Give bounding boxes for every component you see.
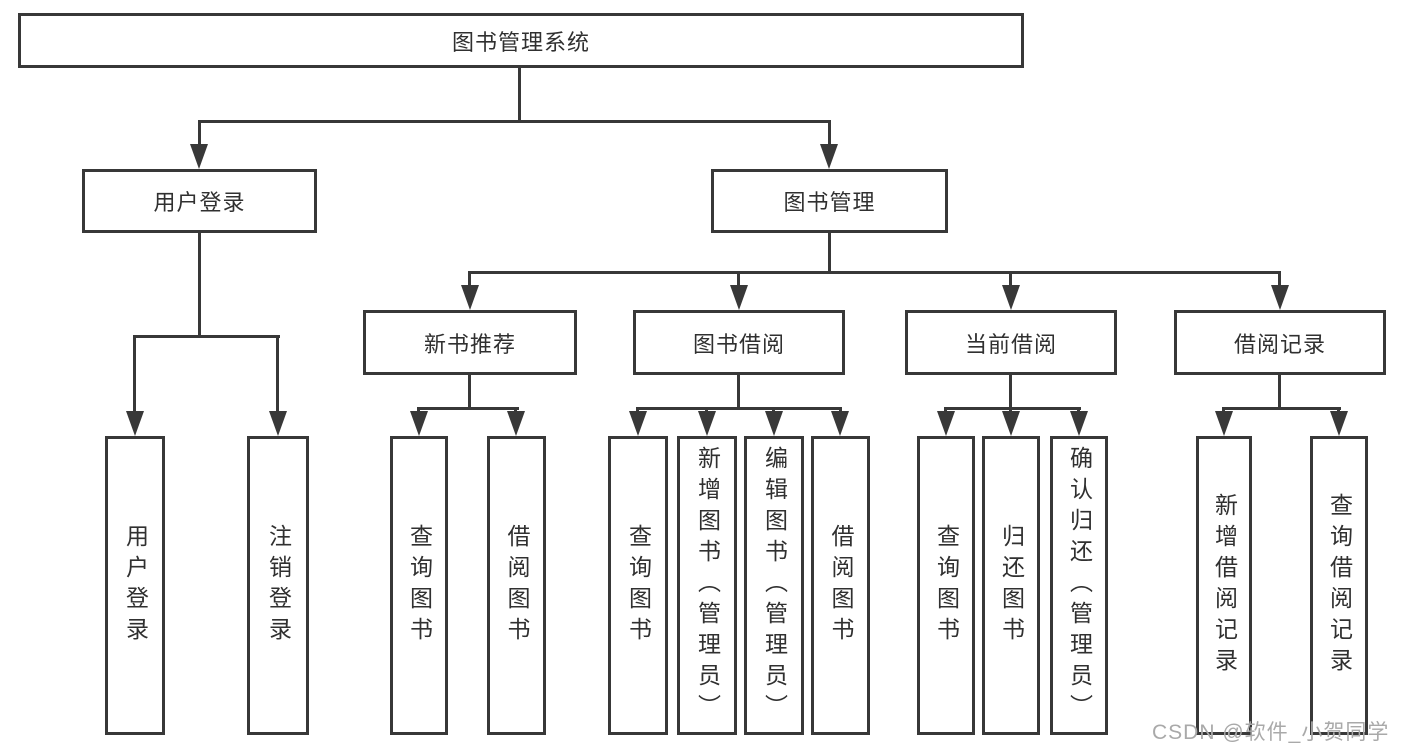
node-library-management-system: 图书管理系统	[18, 13, 1024, 68]
connector-line	[1009, 271, 1012, 289]
node-new-book-recommendation: 新书推荐	[363, 310, 577, 375]
arrow-down-icon	[461, 285, 479, 310]
arrow-down-icon	[126, 411, 144, 436]
leaf-edit-book-admin: 编辑图书（管理员）	[744, 436, 804, 735]
connector-line	[1222, 407, 1341, 410]
leaf-query-books-current: 查询图书	[917, 436, 975, 735]
arrow-down-icon	[1070, 411, 1088, 436]
connector-line	[1278, 271, 1281, 289]
connector-line	[828, 233, 831, 274]
leaf-query-borrow-record: 查询借阅记录	[1310, 436, 1368, 735]
leaf-add-book-admin: 新增图书（管理员）	[677, 436, 737, 735]
leaf-add-borrow-record: 新增借阅记录	[1196, 436, 1252, 735]
leaf-user-login: 用户登录	[105, 436, 165, 735]
node-user-login: 用户登录	[82, 169, 317, 233]
connector-line	[1009, 375, 1012, 409]
arrow-down-icon	[937, 411, 955, 436]
watermark-text: CSDN @软件_小贺同学	[1152, 721, 1390, 744]
arrow-down-icon	[507, 411, 525, 436]
arrow-down-icon	[1330, 411, 1348, 436]
leaf-return-books: 归还图书	[982, 436, 1040, 735]
connector-line	[276, 335, 279, 413]
connector-line	[636, 407, 842, 410]
connector-line	[468, 375, 471, 409]
node-book-management: 图书管理	[711, 169, 948, 233]
connector-line	[737, 375, 740, 409]
node-book-borrowing: 图书借阅	[633, 310, 845, 375]
connector-line	[737, 271, 740, 289]
connector-line	[1278, 375, 1281, 409]
connector-line	[133, 335, 136, 413]
arrow-down-icon	[831, 411, 849, 436]
connector-line	[198, 233, 201, 337]
connector-line	[468, 271, 1281, 274]
arrow-down-icon	[730, 285, 748, 310]
arrow-down-icon	[1002, 411, 1020, 436]
connector-line	[198, 120, 201, 148]
leaf-logout-login: 注销登录	[247, 436, 309, 735]
connector-line	[828, 120, 831, 148]
connector-line	[944, 407, 1081, 410]
arrow-down-icon	[190, 144, 208, 169]
arrow-down-icon	[698, 411, 716, 436]
arrow-down-icon	[765, 411, 783, 436]
leaf-borrow-books-borrowing: 借阅图书	[811, 436, 870, 735]
leaf-query-books-borrowing: 查询图书	[608, 436, 668, 735]
arrow-down-icon	[1002, 285, 1020, 310]
arrow-down-icon	[269, 411, 287, 436]
arrow-down-icon	[1215, 411, 1233, 436]
node-current-borrowing: 当前借阅	[905, 310, 1117, 375]
leaf-confirm-return-admin: 确认归还（管理员）	[1050, 436, 1108, 735]
connector-line	[198, 120, 831, 123]
connector-line	[468, 271, 471, 289]
node-borrowing-records: 借阅记录	[1174, 310, 1386, 375]
connector-line	[518, 68, 521, 123]
arrow-down-icon	[410, 411, 428, 436]
arrow-down-icon	[629, 411, 647, 436]
leaf-borrow-books-recommend: 借阅图书	[487, 436, 546, 735]
connector-line	[133, 335, 280, 338]
connector-line	[417, 407, 519, 410]
arrow-down-icon	[1271, 285, 1289, 310]
arrow-down-icon	[820, 144, 838, 169]
leaf-query-books-recommend: 查询图书	[390, 436, 448, 735]
